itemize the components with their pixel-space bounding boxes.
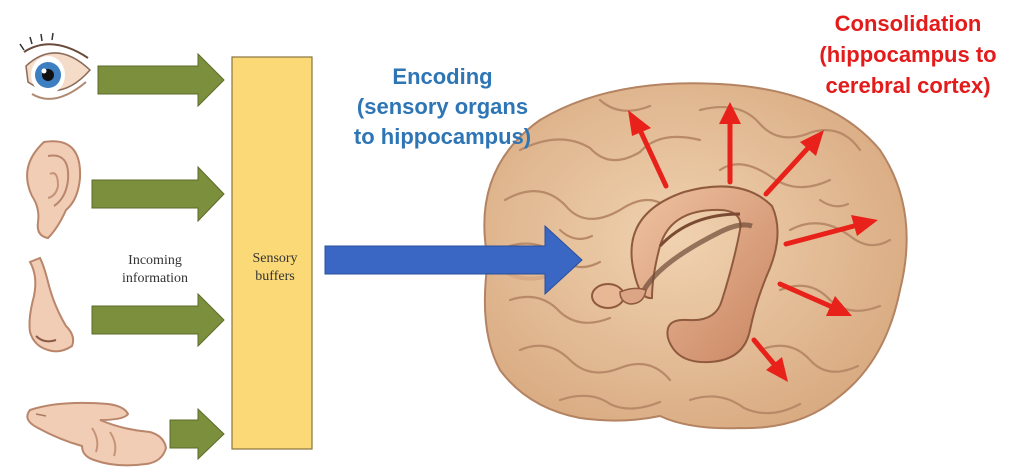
eye-icon xyxy=(20,33,90,99)
incoming-information-text: Incoming information xyxy=(122,253,188,286)
encoding-label-text: Encoding (sensory organs to hippocampus) xyxy=(354,64,531,149)
encoding-label: Encoding (sensory organs to hippocampus) xyxy=(325,62,560,152)
consolidation-label: Consolidation (hippocampus to cerebral c… xyxy=(800,8,1016,101)
ear-icon xyxy=(27,141,80,238)
consolidation-label-text: Consolidation (hippocampus to cerebral c… xyxy=(819,11,996,98)
input-arrow-finger xyxy=(170,409,224,459)
input-arrow-eye xyxy=(98,54,224,106)
incoming-information-label: Incoming information xyxy=(100,252,210,288)
input-arrow-ear xyxy=(92,167,224,221)
finger-icon xyxy=(27,403,166,465)
sensory-buffers-text: Sensory buffers xyxy=(252,251,297,284)
nose-icon xyxy=(30,258,74,351)
sensory-buffers-label: Sensory buffers xyxy=(238,250,312,286)
input-arrow-nose xyxy=(92,294,224,346)
